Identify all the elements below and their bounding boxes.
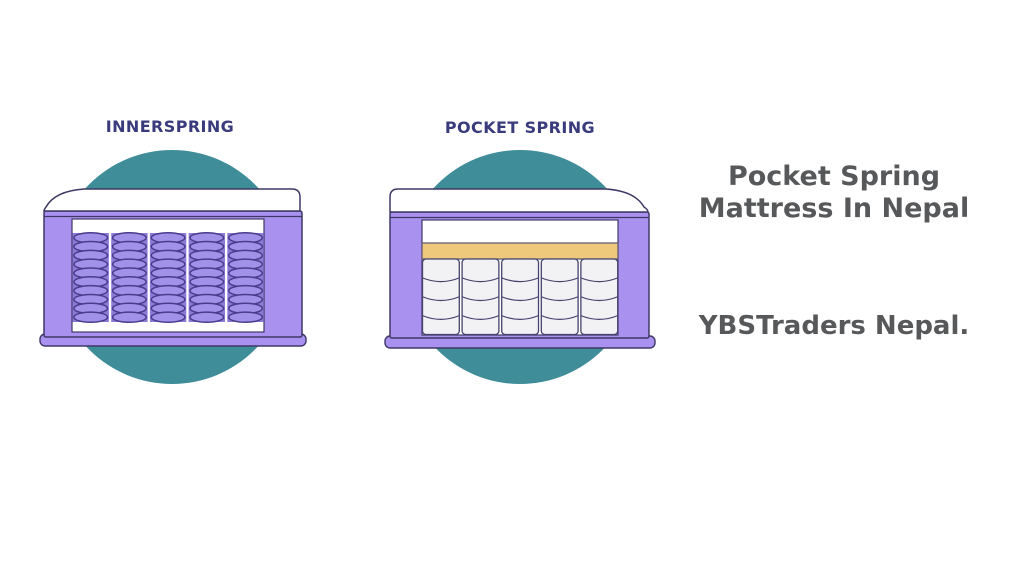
innerspring-illustration [39,150,307,384]
foam-comfort-layer [421,242,619,260]
brand-text: YBSTraders Nepal. [698,311,970,341]
headline: Pocket Spring Mattress In Nepal [696,161,972,226]
coil-block [72,231,264,324]
pocket-coil-block [421,258,619,336]
innerspring-label: INNERSPRING [105,117,235,136]
pillow-top [389,188,649,213]
pocket-spring-label: POCKET SPRING [444,118,596,137]
headline-line1: Pocket Spring [727,161,941,192]
pillow-top [43,188,301,212]
pocket-spring-illustration [384,150,656,384]
headline-line2: Mattress In Nepal [698,193,970,225]
